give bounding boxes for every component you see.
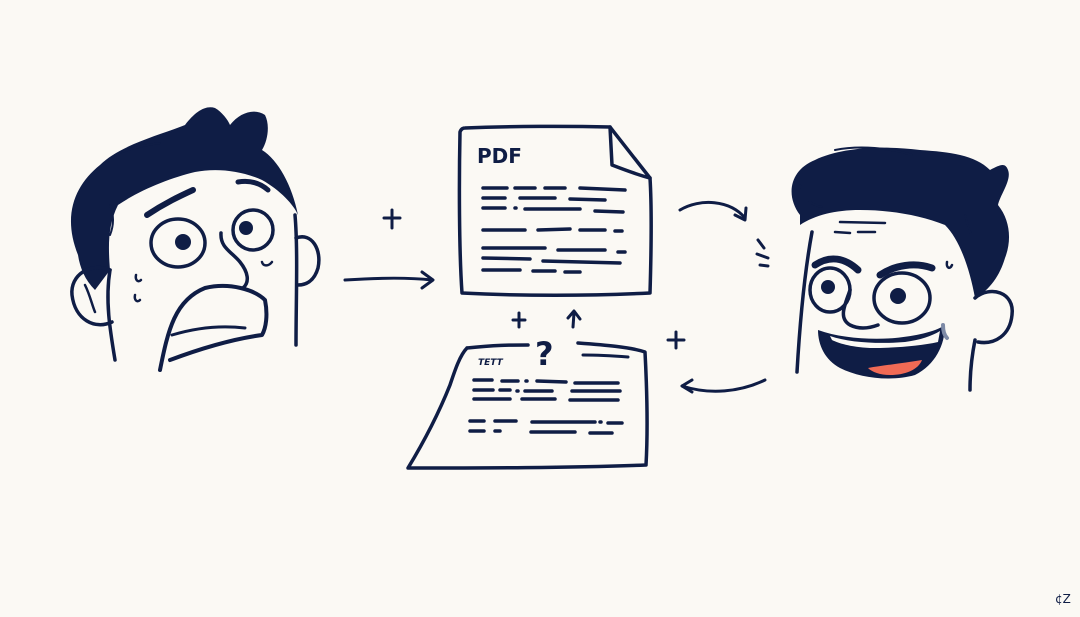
left-eye [149,217,207,269]
plus-sign [511,311,527,329]
open-mouth [158,283,269,372]
left-eyebrow [144,187,196,218]
arrow-to-pdf-icon [343,270,435,290]
curved-arrow-icon [680,378,767,394]
right-man-cheek [795,230,814,374]
text-doc-label: TETT [478,358,504,368]
left-man-right-ear [294,235,321,287]
forehead-wrinkles [833,220,887,235]
sweat-drop [133,293,142,303]
hair-highlight [799,184,823,208]
left-pupil [175,234,191,250]
pdf-text-lines [481,186,627,274]
mouth-teeth-line [170,325,247,337]
sweat-drop [941,323,949,340]
right-eyebrow [235,178,271,193]
grinning-man-figure [755,146,1014,392]
right-eye [231,208,275,252]
frightened-man-figure [70,107,321,372]
pdf-document: PDF [457,124,653,297]
arrow-up-icon [566,309,582,329]
nose [841,288,880,330]
plus-sign [666,330,686,350]
left-eyebrow [811,255,862,274]
hair-highlight [114,142,161,156]
right-man-jaw [968,338,977,392]
sweat-drop [134,273,143,283]
plus-sign [382,208,402,230]
left-man-cheek [293,213,299,347]
doc-edge [581,353,630,359]
text-doc-lines [468,378,624,435]
left-pupil [821,280,835,294]
signature: ¢Z [1055,592,1071,606]
teeth [830,331,940,348]
ear-detail [83,283,97,314]
sweat-drop [945,260,954,270]
question-mark: ? [535,335,554,373]
curved-arrow-icon [678,200,748,222]
nose [219,231,249,290]
right-pupil [890,288,906,304]
right-eyebrow [876,261,936,279]
tongue [868,360,922,375]
pdf-label: PDF [477,144,522,168]
hair-highlight [834,146,913,156]
text-document: TETT ? [406,335,649,470]
left-man-ear [70,265,114,327]
left-man-hair [70,107,299,290]
hair-highlight [109,204,114,236]
left-man-jaw [106,268,117,362]
stress-marks [755,238,770,268]
sweat-drop [260,260,274,267]
hair-highlight [964,214,976,241]
right-pupil [239,221,253,235]
right-man-ear [973,289,1014,345]
right-eye [872,271,932,325]
right-man-hair [791,147,1010,298]
